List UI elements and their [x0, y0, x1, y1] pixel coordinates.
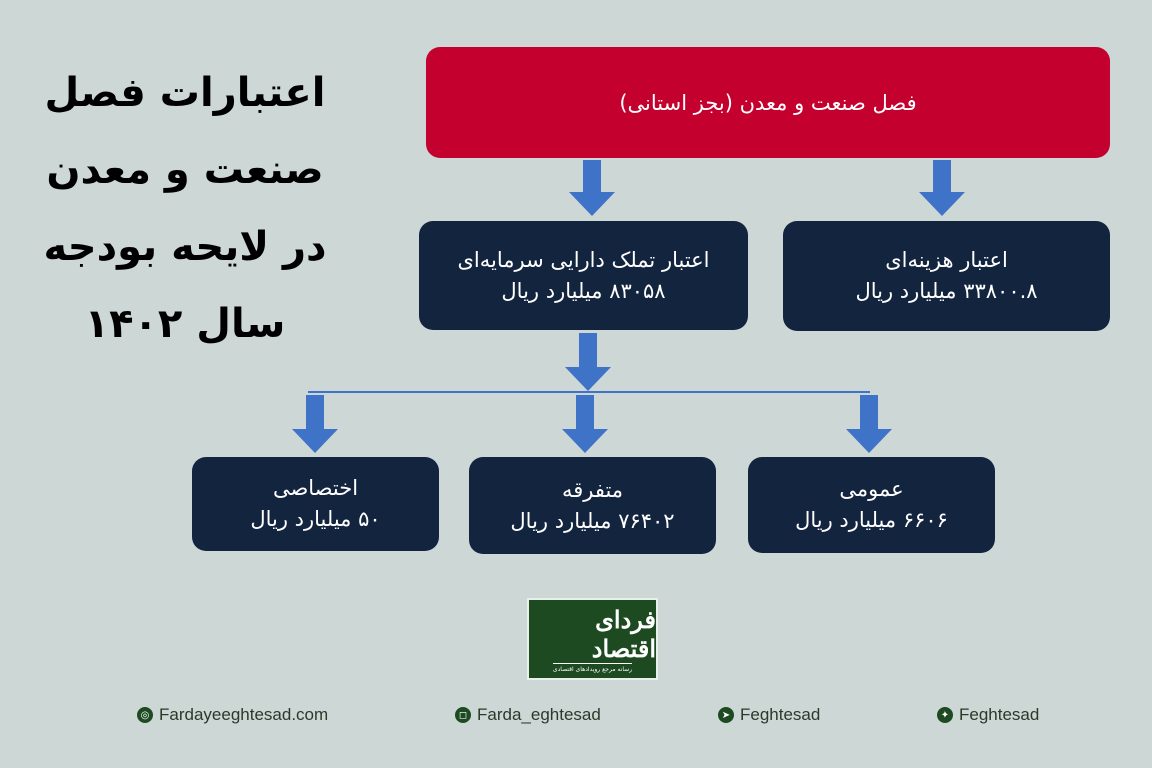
title-line: سال ۱۴۰۲: [84, 301, 286, 347]
title-line: اعتبارات فصل: [44, 70, 326, 116]
infographic-title: اعتبارات فصل صنعت و معدن در لایحه بودجه …: [30, 55, 340, 363]
footer-text: Feghtesad: [740, 705, 821, 724]
capital-assets-box: اعتبار تملک دارایی سرمایه‌ای ۸۳۰۵۸ میلیا…: [419, 221, 748, 330]
logo-tagline: رسانه مرجع رویدادهای اقتصادی: [552, 663, 633, 673]
header-box: فصل صنعت و معدن (بجز استانی): [426, 47, 1110, 158]
title-line: صنعت و معدن: [46, 147, 324, 193]
box-title: اعتبار تملک دارایی سرمایه‌ای: [457, 247, 710, 272]
header-label: فصل صنعت و معدن (بجز استانی): [619, 90, 917, 115]
box-title: متفرقه: [561, 477, 624, 502]
box-value: ۸۳۰۵۸ میلیارد ریال: [501, 278, 666, 303]
footer-website[interactable]: ◎ Fardayeeghtesad.com: [137, 705, 328, 725]
footer-instagram[interactable]: ◻ Farda_eghtesad: [455, 705, 601, 725]
box-title: اختصاصی: [272, 476, 359, 500]
arrow-down-icon: [846, 395, 892, 453]
arrow-down-icon: [569, 160, 615, 216]
title-line: در لایحه بودجه: [43, 224, 327, 270]
arrow-down-icon: [292, 395, 338, 453]
telegram-icon: ➤: [718, 707, 734, 723]
general-box: عمومی ۶۶۰۶ میلیارد ریال: [748, 457, 995, 553]
arrow-down-icon: [562, 395, 608, 453]
globe-icon: ◎: [137, 707, 153, 723]
current-expense-box: اعتبار هزینه‌ای ۳۳۸۰۰.۸ میلیارد ریال: [783, 221, 1110, 331]
box-title: عمومی: [839, 477, 904, 501]
footer-text: Farda_eghtesad: [477, 705, 601, 724]
box-value: ۷۶۴۰۲ میلیارد ریال: [510, 508, 675, 533]
logo: فردای اقتصاد رسانه مرجع رویدادهای اقتصاد…: [527, 598, 658, 680]
arrow-down-icon: [919, 160, 965, 216]
box-value: ۵۰ میلیارد ریال: [250, 507, 381, 531]
footer-telegram[interactable]: ➤ Feghtesad: [718, 705, 820, 725]
connector-line: [308, 391, 870, 393]
twitter-icon: ✦: [937, 707, 953, 723]
box-value: ۳۳۸۰۰.۸ میلیارد ریال: [855, 279, 1038, 303]
footer-twitter[interactable]: ✦ Feghtesad: [937, 705, 1039, 725]
miscellaneous-box: متفرقه ۷۶۴۰۲ میلیارد ریال: [469, 457, 716, 554]
specific-box: اختصاصی ۵۰ میلیارد ریال: [192, 457, 439, 551]
box-title: اعتبار هزینه‌ای: [885, 248, 1008, 272]
box-value: ۶۶۰۶ میلیارد ریال: [795, 508, 948, 532]
logo-name: فردای اقتصاد: [591, 605, 656, 663]
footer-text: Fardayeeghtesad.com: [159, 705, 329, 724]
instagram-icon: ◻: [455, 707, 471, 723]
arrow-down-icon: [565, 333, 611, 391]
footer-text: Feghtesad: [959, 705, 1040, 724]
